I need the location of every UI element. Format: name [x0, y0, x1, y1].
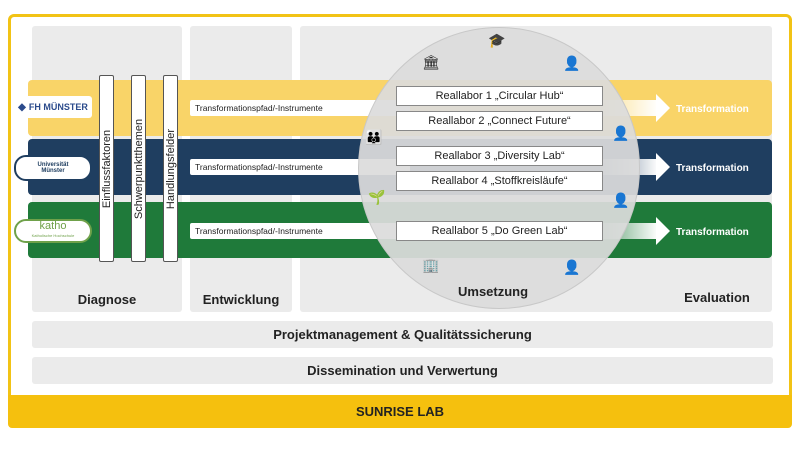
katho-logo-sub: Katholische Hochschule	[31, 233, 75, 238]
transformation-row1: Transformation	[676, 104, 749, 115]
projektmanagement-bar: Projektmanagement & Qualitätssicherung	[32, 321, 773, 348]
businessman-icon: 👤	[563, 259, 581, 275]
reallabor-4: Reallabor 4 „Stoffkreisläufe“	[396, 171, 603, 191]
arrow-row3-head	[656, 217, 670, 245]
handlungsfelder-bar: Handlungsfelder	[163, 75, 178, 262]
einflussfaktoren-bar: Einflussfaktoren	[99, 75, 114, 262]
pfad-row1: Transformationspfad/-Instrumente	[190, 100, 410, 116]
uni-muenster-logo: Universität Münster	[14, 155, 92, 181]
pfad-row2: Transformationspfad/-Instrumente	[190, 159, 410, 175]
fh-logo-icon: ◆	[18, 101, 26, 113]
institution-building-icon: 🏛	[422, 54, 440, 70]
diagnose-label: Diagnose	[77, 292, 137, 307]
diversity-people-icon: 👪	[365, 129, 383, 145]
katho-logo-text: katho	[39, 220, 67, 232]
graduation-cap-icon: 🎓	[488, 32, 506, 48]
person-with-certificate-icon: 👤	[563, 55, 581, 71]
schwerpunktthemen-label: Schwerpunktthemen	[132, 118, 145, 219]
arrow-row2-head	[656, 153, 670, 181]
umsetzung-label: Umsetzung	[458, 284, 529, 299]
reallabor-1: Reallabor 1 „Circular Hub“	[396, 86, 603, 106]
uni-logo-line2: Münster	[41, 168, 65, 174]
reallabor-2: Reallabor 2 „Connect Future“	[396, 111, 603, 131]
reallabor-5: Reallabor 5 „Do Green Lab“	[396, 221, 603, 241]
person-with-laptop-icon: 👤	[612, 125, 630, 141]
evaluation-label: Evaluation	[684, 290, 750, 305]
fh-muenster-logo: ◆ FH MÜNSTER	[14, 96, 92, 118]
reallabor-3: Reallabor 3 „Diversity Lab“	[396, 146, 603, 166]
umsetzung-circle	[358, 27, 640, 309]
entwicklung-label: Entwicklung	[202, 292, 280, 307]
katho-logo: katho Katholische Hochschule	[14, 219, 92, 243]
pfad-row3: Transformationspfad/-Instrumente	[190, 223, 410, 239]
arrow-row1-head	[656, 94, 670, 122]
sunrise-lab-footer: SUNRISE LAB	[8, 395, 792, 428]
transformation-row2: Transformation	[676, 163, 749, 174]
schwerpunktthemen-bar: Schwerpunktthemen	[131, 75, 146, 262]
transformation-row3: Transformation	[676, 227, 749, 238]
person-icon: 👤	[612, 192, 630, 208]
einflussfaktoren-label: Einflussfaktoren	[100, 129, 113, 208]
dissemination-bar: Dissemination und Verwertung	[32, 357, 773, 384]
hand-with-plant-icon: 🌱	[368, 189, 386, 205]
fh-logo-text: FH MÜNSTER	[28, 102, 88, 112]
handlungsfelder-label: Handlungsfelder	[164, 128, 177, 209]
office-building-icon: 🏢	[422, 257, 440, 273]
uni-logo-line1: Universität	[37, 162, 69, 168]
